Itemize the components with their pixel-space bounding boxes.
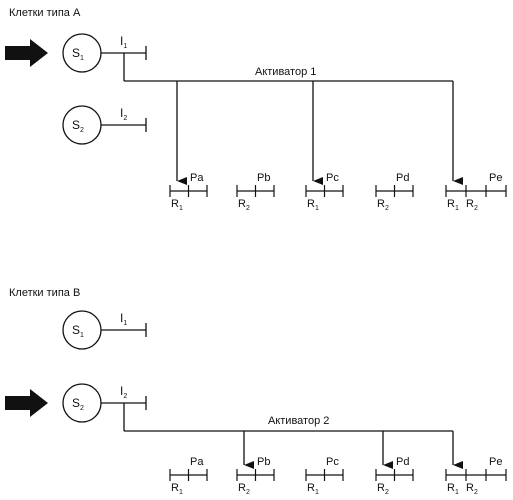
regulatory-label-subscript: 2 — [246, 205, 250, 212]
promoter-label: Pd — [396, 172, 409, 184]
signal-label: S1 — [72, 323, 84, 339]
promoter-label: Pe — [489, 172, 502, 184]
inhibitor-label-subscript: 2 — [123, 115, 127, 122]
regulatory-label: R2 — [377, 482, 389, 496]
regulatory-label: R2 — [466, 198, 478, 212]
regulatory-label-main: R — [171, 482, 179, 494]
regulatory-label-subscript: 1 — [179, 489, 183, 496]
regulatory-label-subscript: 1 — [455, 489, 459, 496]
signal-label-subscript: 2 — [80, 127, 84, 134]
regulatory-label-main: R — [447, 198, 455, 210]
inhibitor-label-main: I — [120, 384, 123, 398]
gene-pd: R2 Pd — [375, 431, 414, 496]
regulatory-label: R2 — [238, 198, 250, 212]
activator-label: Активатор 1 — [255, 66, 316, 78]
regulatory-label: R1 — [307, 198, 319, 212]
promoter-label: Pc — [326, 172, 339, 184]
regulatory-label-main: R — [238, 482, 246, 494]
signal-label: S2 — [72, 396, 84, 412]
regulatory-label: R1 — [307, 482, 319, 496]
promoter-label: Pe — [489, 456, 502, 468]
gene-pb: R2 Pb — [236, 172, 275, 212]
gene-pb: R2 Pb — [236, 431, 275, 496]
promoter-label: Pa — [190, 456, 204, 468]
regulatory-label: R2 — [466, 482, 478, 496]
inhibitor-label-subscript: 2 — [123, 393, 127, 400]
inhibitor-label-main: I — [120, 311, 123, 325]
regulatory-label-main: R — [307, 482, 315, 494]
regulatory-label: R2 — [377, 198, 389, 212]
gene-pd: R2 Pd — [375, 172, 414, 212]
regulatory-label: R2 — [238, 482, 250, 496]
panel-title: Клетки типа B — [9, 287, 80, 299]
regulatory-label-subscript: 2 — [474, 489, 478, 496]
regulatory-label-main: R — [307, 198, 315, 210]
signal-label-main: S — [72, 396, 80, 410]
signal-label-main: S — [72, 323, 80, 337]
regulatory-label: R1 — [171, 482, 183, 496]
gene-pc: R1 Pc — [305, 81, 344, 212]
inhibitor-label: I2 — [120, 106, 127, 122]
inhibitor-label: I1 — [120, 34, 127, 50]
regulatory-label: R1 — [447, 482, 459, 496]
signal-label-subscript: 2 — [80, 405, 84, 412]
inhibitor-label: I2 — [120, 384, 127, 400]
gene-pc: R1 Pc — [305, 456, 344, 496]
inhibitor-label-main: I — [120, 34, 123, 48]
regulatory-label-main: R — [466, 198, 474, 210]
gene-pa: R1 Pa — [169, 81, 208, 212]
regulatory-label-subscript: 1 — [315, 205, 319, 212]
regulatory-label: R1 — [447, 198, 459, 212]
signal-label: S1 — [72, 46, 84, 62]
regulatory-label-subscript: 1 — [179, 205, 183, 212]
promoter-label: Pc — [326, 456, 339, 468]
signal-label-subscript: 1 — [80, 332, 84, 339]
inhibitor-label-main: I — [120, 106, 123, 120]
signal-circle — [62, 310, 102, 350]
regulatory-label-main: R — [171, 198, 179, 210]
signal-circle — [62, 33, 102, 73]
regulatory-label-main: R — [238, 198, 246, 210]
regulatory-label-subscript: 1 — [315, 489, 319, 496]
signal-label-main: S — [72, 46, 80, 60]
panel-title: Клетки типа A — [9, 7, 81, 19]
signal-label: S2 — [72, 118, 84, 134]
inhibitor-label-subscript: 1 — [123, 320, 127, 327]
regulatory-label-subscript: 2 — [246, 489, 250, 496]
promoter-label: Pb — [257, 172, 270, 184]
input-arrow-icon — [5, 39, 48, 67]
inhibitor-label-subscript: 1 — [123, 43, 127, 50]
signal-circle — [62, 105, 102, 145]
regulatory-label-subscript: 2 — [474, 205, 478, 212]
regulatory-label-main: R — [377, 482, 385, 494]
signal-label-main: S — [72, 118, 80, 132]
regulatory-label-subscript: 2 — [385, 205, 389, 212]
regulatory-label-subscript: 1 — [455, 205, 459, 212]
activator-label: Активатор 2 — [268, 415, 329, 427]
input-arrow-icon — [5, 389, 48, 417]
gene-pa: R1 Pa — [169, 456, 208, 496]
signal-label-subscript: 1 — [80, 55, 84, 62]
inhibitor-label: I1 — [120, 311, 127, 327]
regulatory-label-main: R — [447, 482, 455, 494]
promoter-label: Pa — [190, 172, 204, 184]
regulatory-label-subscript: 2 — [385, 489, 389, 496]
regulatory-label-main: R — [466, 482, 474, 494]
regulatory-label: R1 — [171, 198, 183, 212]
promoter-label: Pb — [257, 456, 270, 468]
regulatory-label-main: R — [377, 198, 385, 210]
promoter-label: Pd — [396, 456, 409, 468]
signal-circle — [62, 383, 102, 423]
